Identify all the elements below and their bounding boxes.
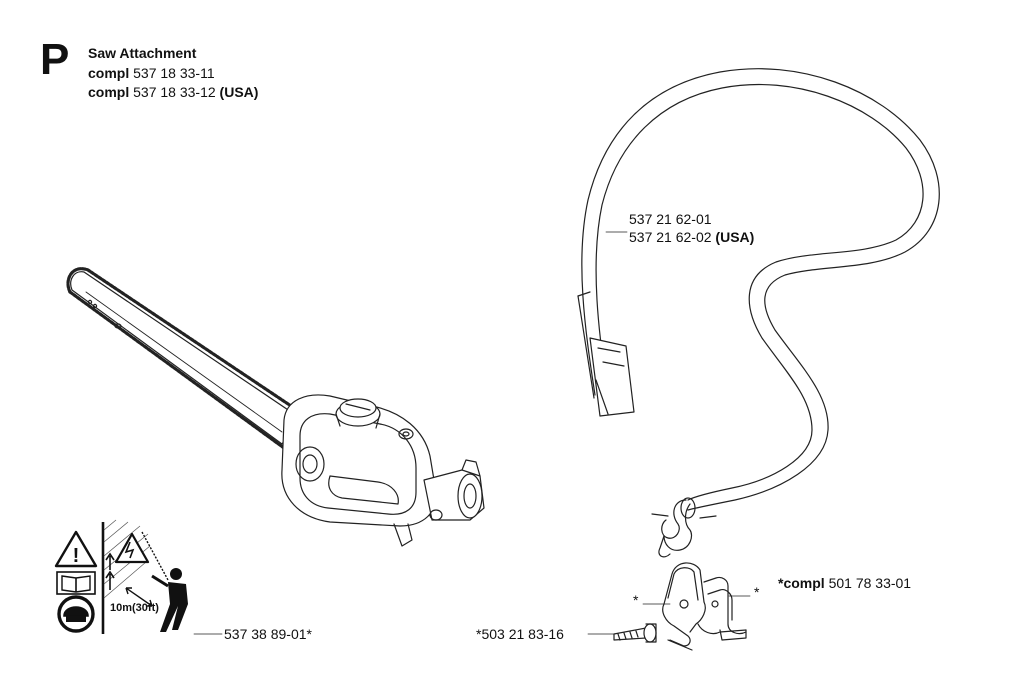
warning-decal-part-number: 537 38 89-01* <box>224 626 312 642</box>
electric-hazard-icon <box>114 532 150 564</box>
harness-strap <box>577 68 940 558</box>
screw-part-number: *503 21 83-16 <box>476 626 564 642</box>
saw-bar-chain <box>66 267 308 450</box>
assembly-line-1: compl 537 18 33-11 <box>88 65 215 81</box>
exclamation-icon: ! <box>73 545 80 567</box>
bracket-star-left: * <box>633 592 639 608</box>
warning-decal: ! 10m(30ft) <box>54 519 188 634</box>
helmet-icon <box>57 595 95 633</box>
section-letter: P <box>40 35 70 84</box>
operator-icon <box>170 568 182 580</box>
harness-part-number-1: 537 21 62-01 <box>629 211 712 227</box>
distance-text: 10m(30ft) <box>110 602 159 614</box>
page-title: Saw Attachment <box>88 45 197 61</box>
bracket-kit-part-number: *compl 501 78 33-01 <box>778 575 912 591</box>
saw-gear-housing <box>281 394 485 547</box>
bracket-star-right: * <box>754 584 760 600</box>
bracket-kit <box>662 562 747 651</box>
screw-drawing <box>613 623 657 643</box>
harness-part-number-2: 537 21 62-02 (USA) <box>629 229 755 245</box>
assembly-line-2: compl 537 18 33-12 (USA) <box>88 84 259 100</box>
